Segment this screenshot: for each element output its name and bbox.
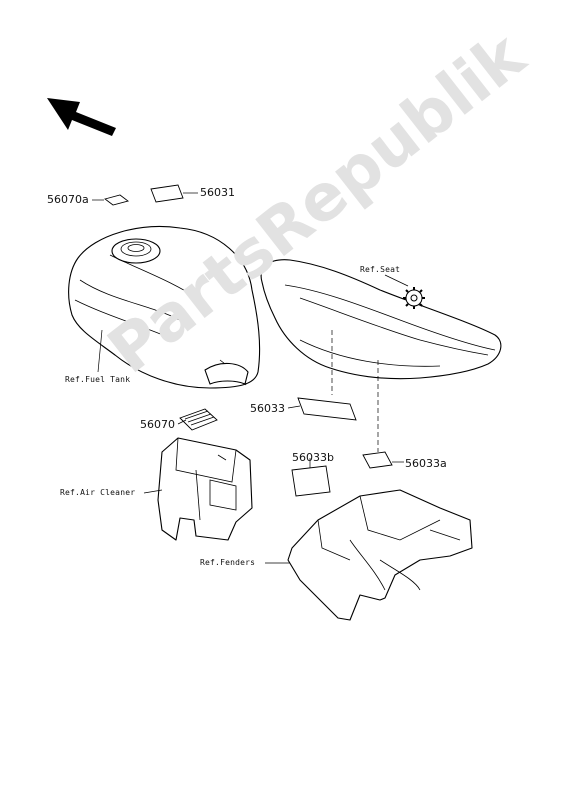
decal-56070 [179,408,218,431]
label-56033a: 56033a [405,457,447,470]
decal-56031 [150,184,184,203]
front-direction-arrow-icon [47,98,116,136]
ref-seat: Ref.Seat [360,265,401,274]
decal-56033b [291,465,331,497]
fenders [287,489,473,621]
fuel-tank [68,226,261,389]
label-56033b: 56033b [292,451,334,464]
label-56070a: 56070a [47,193,89,206]
decal-56033 [297,397,357,421]
ref-fuel-tank: Ref.Fuel Tank [65,375,131,384]
label-56033: 56033 [250,402,285,415]
air-cleaner [157,437,253,541]
decal-56070a [103,194,130,206]
label-56070: 56070 [140,418,175,431]
gear-icon [403,287,425,309]
ref-air-cleaner: Ref.Air Cleaner [60,488,136,497]
decal-56033a [362,451,393,469]
seat [260,259,502,380]
label-56031: 56031 [200,186,235,199]
ref-fenders: Ref.Fenders [200,558,256,567]
